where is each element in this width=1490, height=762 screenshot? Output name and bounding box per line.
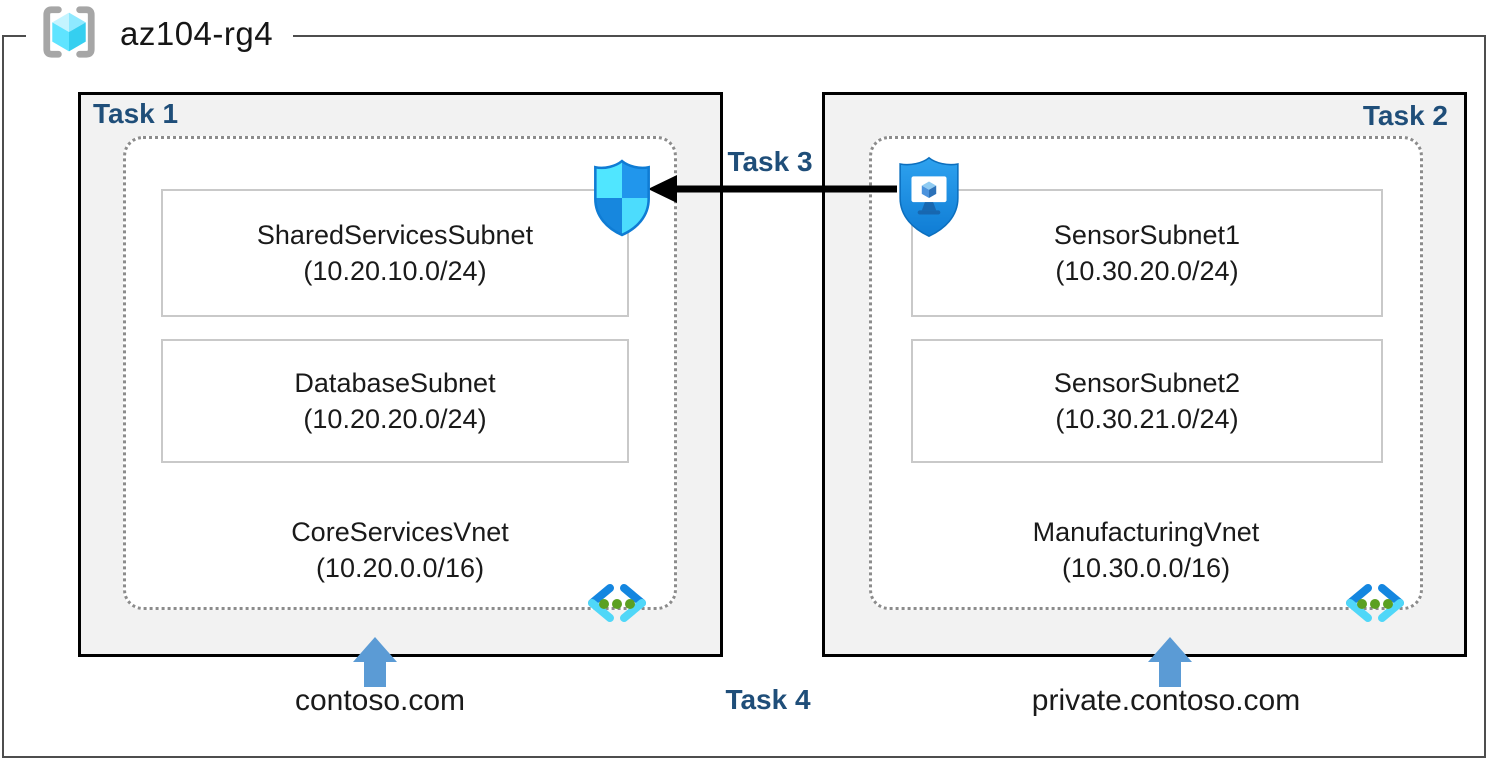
subnet-name: SharedServicesSubnet [256,219,534,250]
shared-services-subnet-box: SharedServicesSubnet (10.20.10.0/24) [161,189,629,317]
vnet-cidr: (10.30.0.0/16) [1061,553,1231,584]
contoso-dns-label: contoso.com [294,684,466,717]
left-black-arrow [647,170,897,208]
task2-label: Task 2 [1362,100,1448,131]
task4-label: Task 4 [725,684,811,715]
up-arrow-icon [353,637,397,687]
resource-group-border [2,35,1486,758]
up-arrow-icon [1148,637,1192,687]
task3-label: Task 3 [727,146,813,177]
resource-group-name: az104-rg4 [120,15,274,52]
virtual-network-icon [1341,581,1409,625]
resource-group-label: az104-rg4 [26,2,294,66]
resource-group-icon [38,3,100,66]
manufacturing-vnet-label: ManufacturingVnet (10.30.0.0/16) [869,514,1423,587]
vnet-name: CoreServicesVnet [291,517,509,547]
subnet-cidr: (10.20.10.0/24) [303,256,487,286]
database-subnet-box: DatabaseSubnet (10.20.20.0/24) [161,339,629,463]
sensor-subnet2-box: SensorSubnet2 (10.30.21.0/24) [911,339,1383,463]
subnet-name: DatabaseSubnet [294,367,496,398]
subnet-cidr: (10.30.21.0/24) [1055,404,1239,434]
protected-vm-shield-icon [896,154,962,240]
subnet-cidr: (10.30.20.0/24) [1055,256,1239,286]
vnet-cidr: (10.20.0.0/16) [315,553,485,584]
core-services-vnet-label: CoreServicesVnet (10.20.0.0/16) [123,514,677,587]
task1-label: Task 1 [93,98,179,129]
sensor-subnet1-box: SensorSubnet1 (10.30.20.0/24) [911,189,1383,317]
network-security-group-icon [591,158,653,238]
subnet-name: SensorSubnet1 [1053,219,1241,250]
vnet-name: ManufacturingVnet [1032,517,1260,547]
subnet-cidr: (10.20.20.0/24) [303,404,487,434]
private-contoso-dns-label: private.contoso.com [1031,684,1301,717]
subnet-name: SensorSubnet2 [1053,367,1241,398]
virtual-network-icon [583,581,651,625]
